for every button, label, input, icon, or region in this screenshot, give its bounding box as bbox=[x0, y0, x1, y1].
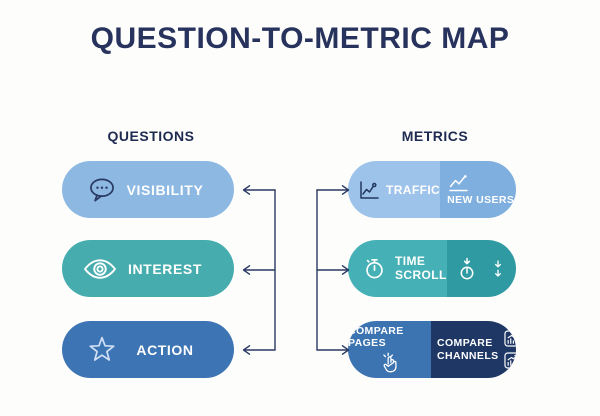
bar-chart-up-icon bbox=[503, 329, 516, 348]
metric-pill-time-scroll: TIME SCROLL bbox=[348, 240, 516, 297]
metric-label: NEW USERS bbox=[447, 194, 515, 206]
double-down-arrow-icon bbox=[488, 256, 508, 282]
speech-bubble-icon bbox=[62, 174, 118, 206]
metric-half-time-scroll-icons bbox=[446, 240, 516, 297]
stopwatch-icon bbox=[361, 255, 388, 282]
questions-column-header: QUESTIONS bbox=[107, 128, 195, 144]
question-label: VISIBILITY bbox=[126, 181, 204, 198]
metric-half-compare-channels: COMPARE CHANNELS bbox=[431, 321, 516, 378]
metric-half-compare-pages: COMPARE PAGES bbox=[348, 321, 431, 378]
metric-half-traffic: TRAFFIC bbox=[348, 161, 441, 218]
metric-half-time-scroll: TIME SCROLL bbox=[348, 240, 447, 297]
question-pill-visibility: VISIBILITY bbox=[62, 161, 234, 218]
compare-channels-icons bbox=[503, 329, 516, 370]
timer-down-icon bbox=[455, 256, 479, 282]
metric-label: TIME SCROLL bbox=[395, 253, 447, 282]
metric-pill-traffic-new-users: TRAFFIC NEW USERS bbox=[348, 161, 516, 218]
metric-label: COMPARE CHANNELS bbox=[437, 337, 499, 362]
metric-label: COMPARE PAGES bbox=[348, 324, 404, 349]
line-chart-icon bbox=[447, 173, 471, 193]
metrics-column-header: METRICS bbox=[401, 128, 469, 144]
star-icon bbox=[62, 334, 118, 366]
metric-half-new-users: NEW USERS bbox=[440, 161, 516, 218]
question-pill-interest: INTEREST bbox=[62, 240, 234, 297]
question-label: ACTION bbox=[136, 341, 194, 358]
line-chart-icon bbox=[357, 178, 381, 202]
hand-click-icon bbox=[378, 351, 402, 375]
page-title: QUESTION-TO-METRIC MAP bbox=[90, 22, 510, 55]
question-label: INTEREST bbox=[127, 260, 203, 277]
bar-chart-up-icon bbox=[503, 351, 516, 370]
metric-pill-compare: COMPARE PAGES COMPARE CHANNELS bbox=[348, 321, 516, 378]
eye-icon bbox=[62, 254, 118, 284]
question-pill-action: ACTION bbox=[62, 321, 234, 378]
metric-label: TRAFFIC bbox=[386, 182, 441, 197]
